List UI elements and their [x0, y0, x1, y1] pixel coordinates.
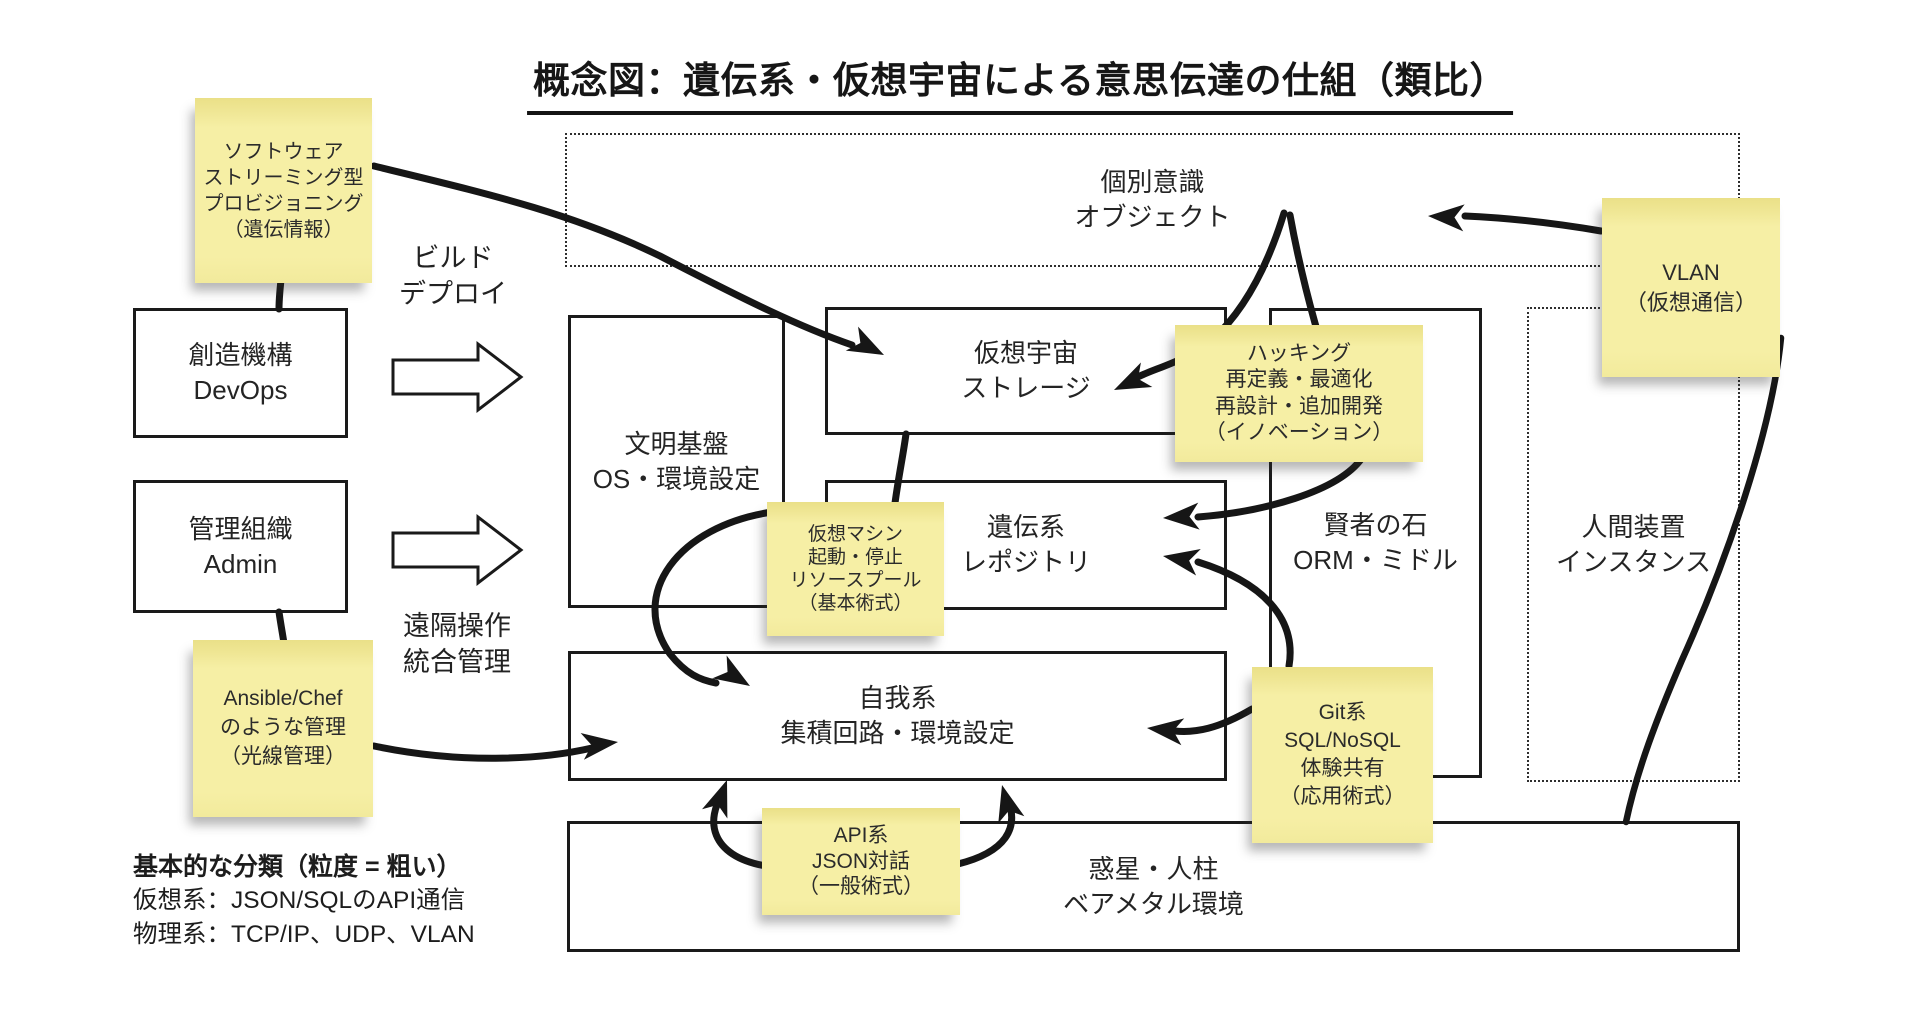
box-individual-consciousness: 個別意識 オブジェクト: [565, 133, 1740, 267]
sticky-label: ソフトウェア: [223, 140, 344, 163]
label-build-deploy: ビルド デプロイ: [399, 240, 507, 313]
label-line: 遠隔操作: [403, 611, 511, 641]
box-civilization-os: 文明基盤 OS・環境設定: [568, 315, 785, 608]
sticky-label: Ansible/Chef: [223, 687, 343, 711]
box-human-device: 人間装置 インスタンス: [1527, 307, 1740, 782]
sticky-label: （遺伝情報）: [223, 218, 344, 241]
sticky-ansible-chef: Ansible/Chef のような管理 （光線管理）: [193, 640, 373, 817]
arrowhead: [998, 785, 1025, 824]
legend-line-physical: 物理系：TCP/IP、UDP、VLAN: [133, 920, 475, 948]
box-label: 創造機構: [188, 340, 293, 371]
sticky-label: （仮想通信）: [1624, 289, 1757, 315]
sticky-vlan: VLAN （仮想通信）: [1602, 198, 1780, 377]
sticky-label: 起動・停止: [807, 546, 903, 568]
box-label: 自我系: [858, 683, 937, 714]
label-line: ビルド: [412, 243, 494, 273]
box-label: 集積回路・環境設定: [780, 718, 1015, 748]
box-label: レポジトリ: [960, 547, 1091, 577]
block-arrow-remote: [391, 513, 524, 587]
arrowhead: [702, 780, 728, 819]
box-label: Admin: [203, 548, 278, 579]
box-label: 個別意識: [1100, 167, 1205, 198]
legend-heading: 基本的な分類（粒度 = 粗い）: [133, 853, 462, 881]
box-admin: 管理組織 Admin: [133, 480, 348, 613]
sticky-virtual-machine: 仮想マシン 起動・停止 リソースプール （基本術式）: [767, 502, 944, 636]
box-planet-baremetal: 惑星・人柱 ベアメタル環境: [567, 821, 1740, 952]
sticky-api-json: API系 JSON対話 （一般術式）: [762, 808, 960, 915]
sticky-label: 仮想マシン: [807, 523, 903, 545]
box-label: 遺伝系: [986, 512, 1065, 543]
sticky-label: 再設計・追加開発: [1215, 394, 1383, 418]
box-devops: 創造機構 DevOps: [133, 308, 348, 438]
page-title: 概念図：遺伝系・仮想宇宙による意思伝達の仕組（類比）: [527, 50, 1513, 115]
box-ego-integrated-circuit: 自我系 集積回路・環境設定: [568, 651, 1227, 781]
sticky-hacking-innovation: ハッキング 再定義・最適化 再設計・追加開発 （イノベーション）: [1175, 325, 1423, 462]
box-label: 管理組織: [188, 513, 293, 544]
sticky-label: Git系: [1318, 701, 1367, 725]
box-label: ORM・ミドル: [1293, 545, 1458, 575]
arrow-ansible-to-ego: [370, 742, 596, 762]
sticky-label: JSON対話: [811, 849, 910, 873]
sticky-git-sql-nosql: Git系 SQL/NoSQL 体験共有 （応用術式）: [1252, 667, 1433, 843]
sticky-label: （基本術式）: [798, 593, 913, 615]
sticky-label: ハッキング: [1246, 342, 1352, 366]
box-label: 仮想宇宙: [973, 338, 1078, 369]
box-label: 人間装置: [1581, 511, 1686, 542]
box-label: ベアメタル環境: [1063, 888, 1244, 919]
sticky-software-streaming-provisioning: ソフトウェア ストリーミング型 プロビジョニング （遺伝情報）: [195, 98, 372, 283]
box-label: 賢者の石: [1323, 510, 1428, 541]
sticky-label: 体験共有: [1300, 757, 1385, 780]
box-label: OS・環境設定: [592, 463, 761, 494]
legend-notes: 基本的な分類（粒度 = 粗い） 仮想系：JSON/SQLのAPI通信 物理系：T…: [133, 850, 475, 951]
sticky-label: リソースプール: [789, 570, 922, 591]
sticky-label: （一般術式）: [798, 875, 924, 899]
box-label: ストレージ: [961, 373, 1091, 403]
box-label: インスタンス: [1556, 546, 1711, 577]
box-label: 惑星・人柱: [1088, 853, 1219, 884]
label-line: デプロイ: [399, 279, 507, 310]
legend-line-virtual: 仮想系：JSON/SQLのAPI通信: [133, 887, 466, 915]
box-label: オブジェクト: [1074, 202, 1231, 232]
sticky-label: SQL/NoSQL: [1284, 729, 1401, 753]
box-label: 文明基盤: [624, 428, 729, 459]
sticky-label: 再定義・最適化: [1225, 368, 1373, 392]
sticky-label: プロビジョニング: [203, 192, 364, 215]
block-arrow-build: [391, 340, 524, 414]
sticky-label: API系: [833, 824, 889, 848]
sticky-label: VLAN: [1662, 259, 1720, 285]
sticky-label: のような管理: [220, 716, 346, 740]
label-line: 統合管理: [403, 647, 511, 678]
sticky-label: （イノベーション）: [1204, 420, 1394, 444]
label-remote-management: 遠隔操作 統合管理: [403, 608, 511, 681]
sticky-label: ストリーミング型: [203, 166, 364, 189]
box-virtual-universe-storage: 仮想宇宙 ストレージ: [825, 307, 1227, 435]
box-label: DevOps: [193, 375, 288, 405]
sticky-label: （応用術式）: [1279, 784, 1406, 808]
sticky-label: （光線管理）: [220, 744, 346, 768]
